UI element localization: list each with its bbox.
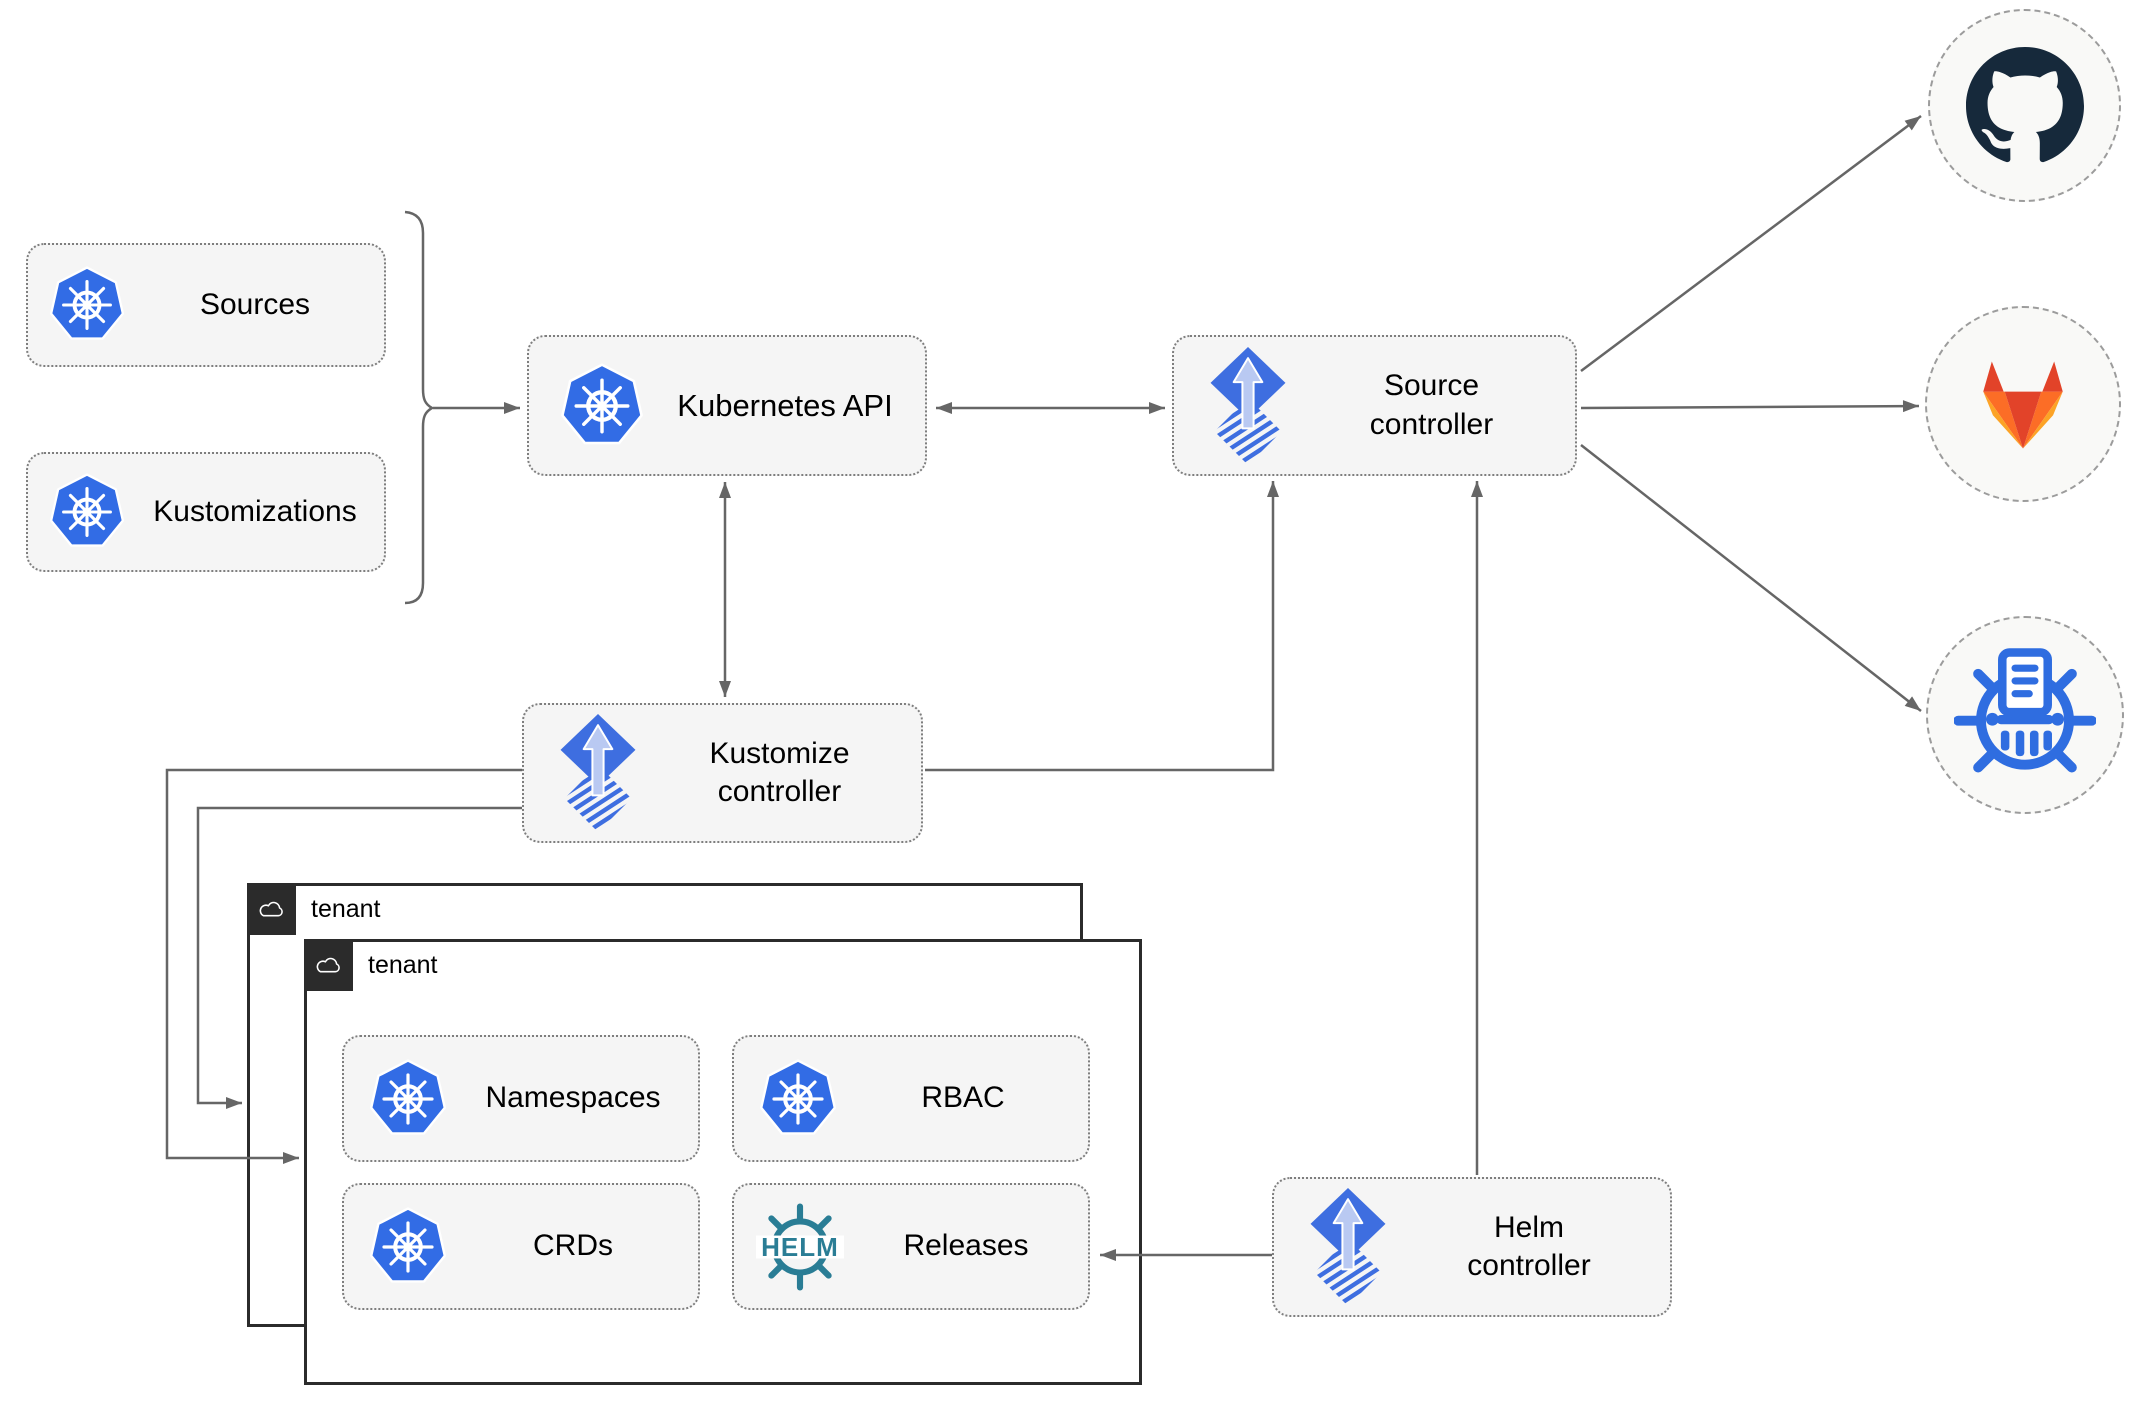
helm-icon: HELM: [756, 1203, 844, 1291]
kubernetes-icon: [48, 266, 126, 344]
flux-icon: [558, 714, 638, 832]
crds-label: CRDs: [533, 1229, 613, 1263]
kubernetes-icon: [758, 1059, 838, 1139]
cloud-icon: [313, 954, 344, 977]
arrow-source-controller-to-github: [1580, 115, 1922, 372]
tenant-front-label: tenant: [368, 951, 438, 979]
kustomize-controller-label: Kustomize controller: [709, 736, 850, 808]
flux-icon: [1208, 347, 1288, 465]
gitlab-icon: [1969, 354, 2077, 455]
crds-node: CRDs: [342, 1183, 700, 1310]
sources-group-brace: [404, 210, 435, 605]
chartmuseum-icon: [1954, 644, 2096, 786]
kubernetes-api-node: Kubernetes API: [527, 335, 927, 476]
releases-label: Releases: [903, 1229, 1029, 1263]
arrow-source-controller-to-gitlab: [1580, 400, 1920, 413]
kubernetes-icon: [368, 1059, 448, 1139]
kubernetes-icon: [559, 363, 645, 449]
tenant-back-label: tenant: [311, 895, 381, 923]
source-controller-label: Source controller: [1369, 369, 1494, 441]
kubernetes-icon: [368, 1207, 448, 1287]
helm-logo-text: HELM: [761, 1232, 839, 1262]
namespaces-node: Namespaces: [342, 1035, 700, 1162]
kubernetes-icon: [48, 473, 126, 551]
arrow-source-controller-to-chartmuseum: [1580, 444, 1922, 712]
sources-label: Sources: [199, 287, 311, 321]
tenant-front-label-tab: [304, 939, 353, 991]
helm-controller-label: Helm controller: [1467, 1210, 1591, 1282]
arrow-kustomize-to-source-controller: [925, 481, 1279, 772]
cloud-icon: [256, 898, 287, 921]
gitlab-endpoint: [1925, 306, 2121, 502]
source-controller-node: Source controller: [1172, 335, 1577, 476]
kustomizations-node: Kustomizations: [26, 452, 386, 572]
kustomizations-label: Kustomizations: [153, 494, 357, 528]
github-icon: [1966, 47, 2084, 165]
github-endpoint: [1928, 9, 2121, 202]
rbac-node: RBAC: [732, 1035, 1090, 1162]
chartmuseum-endpoint: [1926, 616, 2124, 814]
tenant-back-label-tab: [247, 883, 296, 935]
helm-controller-node: Helm controller: [1272, 1177, 1672, 1317]
releases-node: HELM Releases: [732, 1183, 1090, 1310]
namespaces-label: Namespaces: [485, 1081, 661, 1115]
sources-node: Sources: [26, 243, 386, 367]
kustomize-controller-node: Kustomize controller: [522, 703, 923, 843]
rbac-label: RBAC: [921, 1081, 1005, 1115]
flux-icon: [1308, 1188, 1388, 1306]
tenant-box-front: [304, 939, 1142, 1385]
kubernetes-api-label: Kubernetes API: [677, 387, 893, 423]
